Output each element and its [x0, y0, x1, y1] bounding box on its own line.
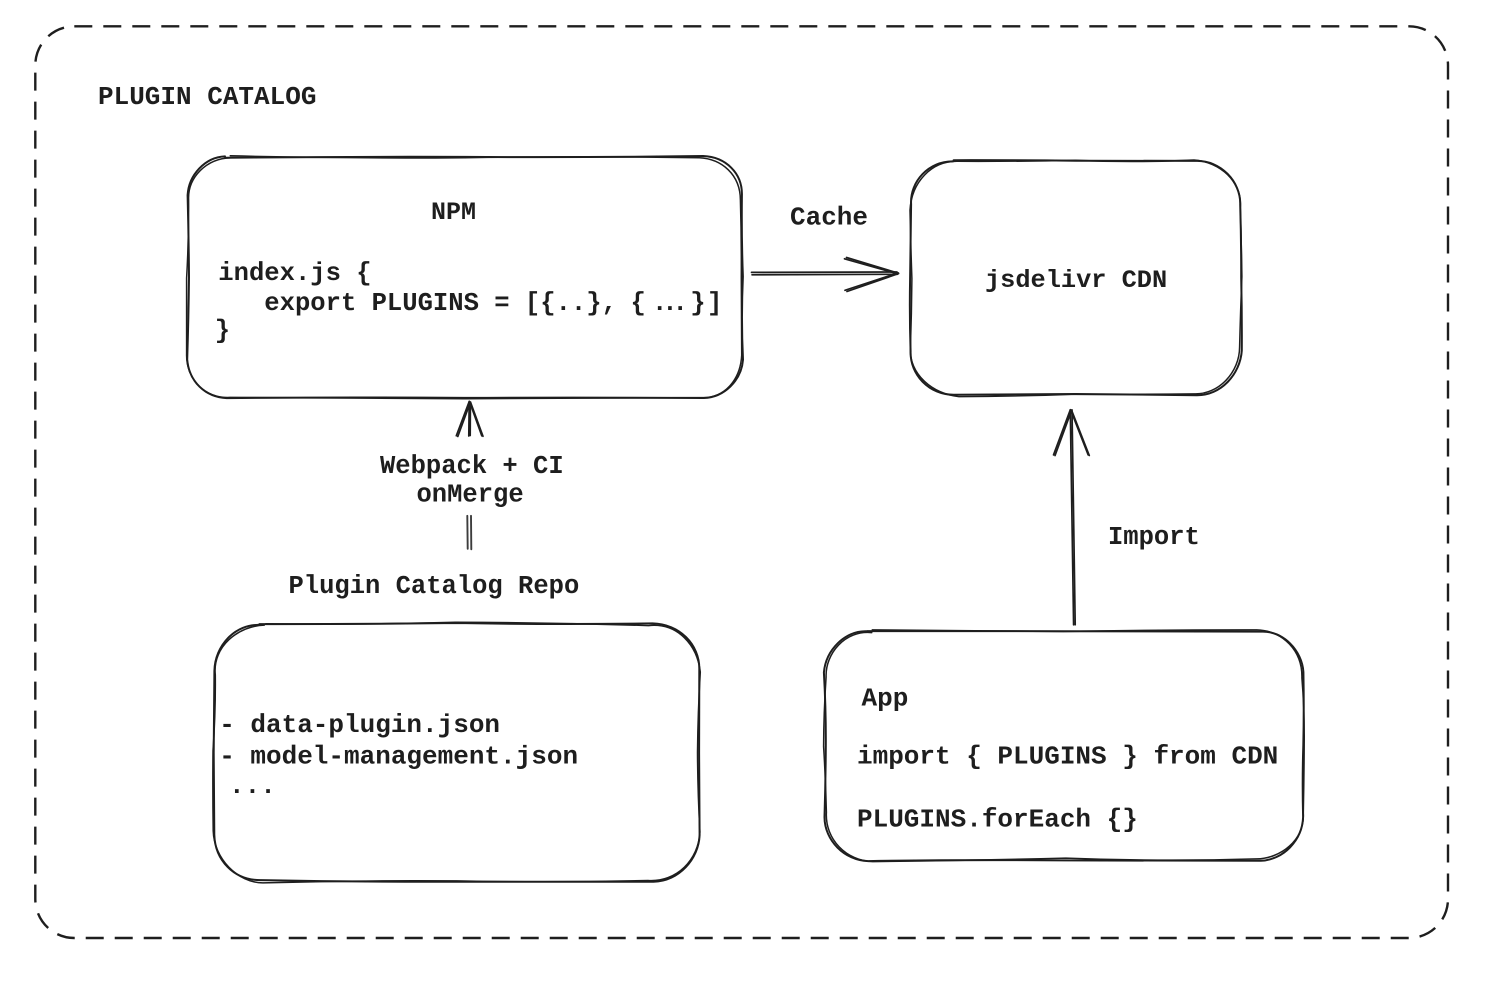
svg-text:import { PLUGINS } from CDN: import { PLUGINS } from CDN	[857, 742, 1278, 772]
svg-text:App: App	[862, 684, 909, 714]
svg-text:Plugin Catalog Repo: Plugin Catalog Repo	[289, 572, 580, 601]
svg-text:PLUGIN CATALOG: PLUGIN CATALOG	[98, 82, 316, 112]
svg-text:onMerge: onMerge	[417, 481, 524, 510]
svg-text:index.js {: index.js {	[218, 259, 371, 288]
svg-text:{...}]: {...}]	[631, 289, 723, 318]
svg-text:export PLUGINS = [{..},: export PLUGINS = [{..},	[218, 289, 617, 318]
svg-text:Cache: Cache	[790, 203, 868, 233]
svg-text:}: }	[215, 317, 230, 346]
svg-text:Webpack + CI: Webpack + CI	[380, 452, 564, 481]
svg-text:Import: Import	[1108, 523, 1200, 552]
svg-text:NPM: NPM	[431, 198, 476, 227]
svg-text:PLUGINS.forEach {}: PLUGINS.forEach {}	[857, 805, 1138, 835]
svg-text:jsdelivr CDN: jsdelivr CDN	[985, 266, 1167, 295]
svg-text:...: ...	[229, 771, 276, 801]
svg-text:- model-management.json: - model-management.json	[219, 742, 578, 772]
svg-text:- data-plugin.json: - data-plugin.json	[219, 710, 500, 740]
